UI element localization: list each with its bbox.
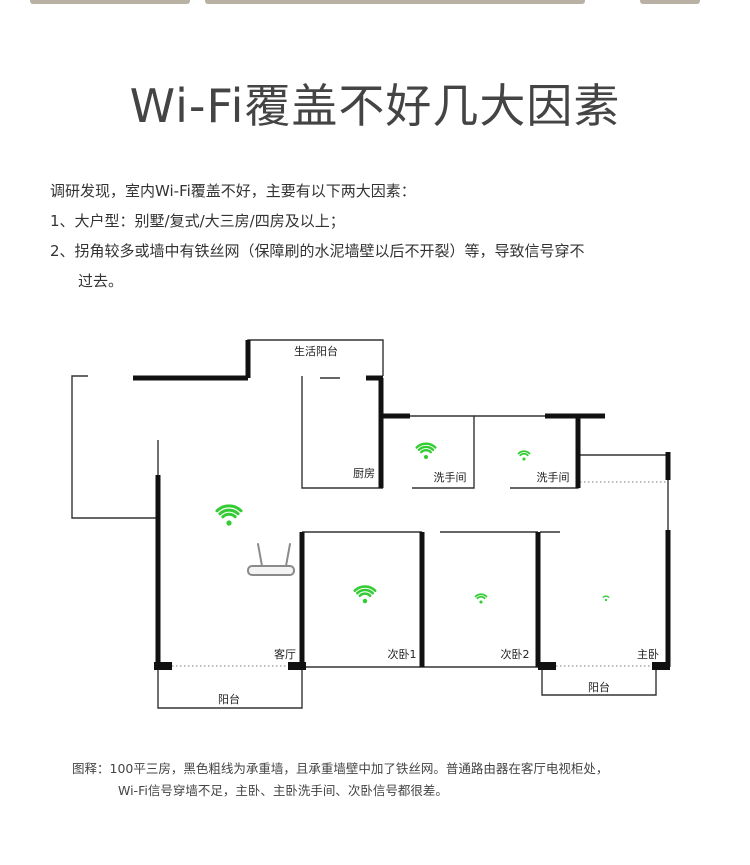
wall-joint [538,662,556,670]
kitchen-wall [301,376,383,489]
wall-joint [154,662,172,670]
top-strip-segment [30,0,190,4]
top-strip-segment [205,0,585,4]
left-balcony-outline [157,667,303,709]
router-icon [247,543,295,576]
floor-plan: 生活阳台 厨房 洗手间 洗手间 客厅 次卧1 次卧2 主卧 阳台 阳台 [71,339,671,709]
window-lines [172,481,666,667]
wifi-icon-bathroom1 [415,442,437,460]
wifi-signals [215,442,610,604]
room-label-living-balcony: 生活阳台 [294,344,338,358]
intro-line: 2、拐角较多或墙中有铁丝网（保障刷的水泥墙壁以后不开裂）等，导致信号穿不 [50,242,585,260]
room-label-living-room: 客厅 [274,647,296,661]
room-label-bathroom2: 洗手间 [537,470,570,484]
intro-line: 1、大户型：别墅/复式/大三房/四房及以上； [50,212,345,230]
wall-joint [652,662,670,670]
wall-joints [154,662,670,670]
top-strip [0,0,750,6]
caption-line: Wi-Fi信号穿墙不足，主卧、主卧洗手间、次卧信号都很差。 [118,783,448,798]
room-label-balcony-right: 阳台 [588,680,610,694]
room-label-bedroom2: 次卧2 [501,647,530,661]
intro-line: 过去。 [78,272,124,290]
wifi-icon-bedroom1 [353,585,377,604]
room-label-kitchen: 厨房 [353,467,375,480]
intro-line: 调研发现，室内Wi-Fi覆盖不好，主要有以下两大因素： [50,182,416,200]
wifi-icon-master [602,595,610,602]
thin-walls [71,339,669,709]
wifi-icon-bedroom2 [474,593,488,604]
room-labels: 生活阳台 厨房 洗手间 洗手间 客厅 次卧1 次卧2 主卧 阳台 阳台 [218,344,659,706]
left-outer-wall [71,375,158,519]
load-bearing-walls [133,340,671,667]
top-strip-segment [640,0,700,4]
figure-caption: 图释：100平三房，黑色粗线为承重墙，且承重墙壁中加了铁丝网。普通路由器在客厅电… [72,758,712,802]
bathroom1-outline [383,415,475,489]
intro-text: 调研发现，室内Wi-Fi覆盖不好，主要有以下两大因素： 1、大户型：别墅/复式/… [50,176,710,296]
room-label-bathroom1: 洗手间 [434,470,467,484]
right-balcony-outline [541,667,657,696]
page-title: Wi-Fi覆盖不好几大因素 [129,79,621,133]
room-label-bedroom1: 次卧1 [388,647,417,661]
caption-line: 图释：100平三房，黑色粗线为承重墙，且承重墙壁中加了铁丝网。普通路由器在客厅电… [72,761,609,776]
wifi-icon-living-room [215,504,243,526]
room-label-master: 主卧 [637,648,659,661]
room-label-balcony-left: 阳台 [218,692,240,706]
wifi-icon-bathroom2 [517,450,531,461]
wall-joint [288,662,306,670]
